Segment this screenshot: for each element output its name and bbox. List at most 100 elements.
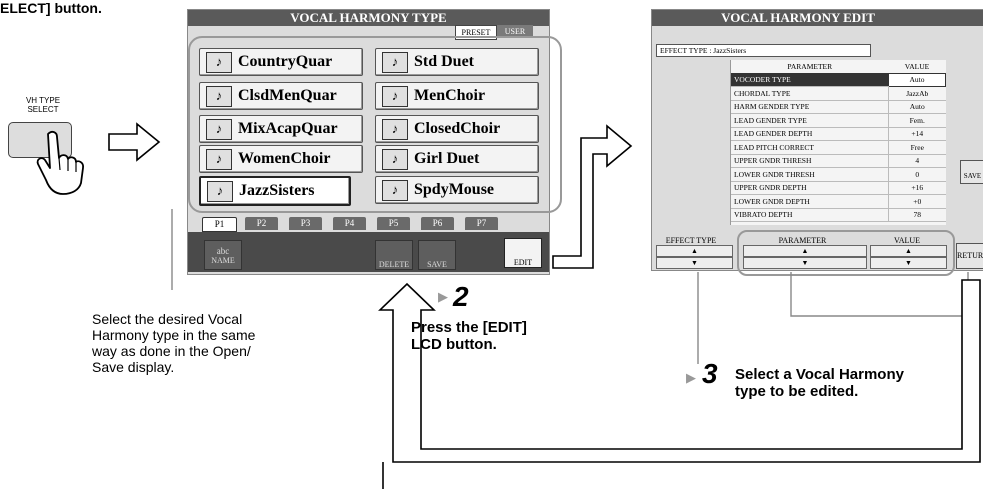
name-button-label: NAME bbox=[211, 255, 235, 265]
voice-type-icon: ♪ bbox=[382, 118, 408, 140]
value-up-button[interactable]: ▲ bbox=[870, 245, 947, 257]
value-down-button[interactable]: ▼ bbox=[870, 257, 947, 269]
voice-type-button[interactable]: ♪MenChoir bbox=[375, 82, 539, 110]
effect-type-up-button[interactable]: ▲ bbox=[656, 245, 733, 257]
param-name: UPPER GNDR DEPTH bbox=[731, 181, 889, 195]
page-tab-p7[interactable]: P7 bbox=[465, 217, 498, 230]
triangle-bullet-icon: ▶ bbox=[686, 370, 696, 385]
name-button-top: abc bbox=[216, 245, 230, 256]
voice-type-button[interactable]: ♪Std Duet bbox=[375, 48, 539, 76]
step-number: 2 bbox=[453, 281, 469, 312]
triangle-down-icon: ▼ bbox=[905, 259, 912, 267]
voice-type-icon: ♪ bbox=[206, 51, 232, 73]
param-name: CHORDAL TYPE bbox=[731, 86, 889, 101]
param-name: HARM GENDER TYPE bbox=[731, 100, 889, 114]
voice-type-label: CountryQuar bbox=[238, 53, 333, 70]
effect-type-down-button[interactable]: ▼ bbox=[656, 257, 733, 269]
triangle-up-icon: ▲ bbox=[691, 247, 698, 255]
param-name: UPPER GNDR THRESH bbox=[731, 154, 889, 168]
voice-type-icon: ♪ bbox=[207, 180, 233, 202]
voice-type-label: ClsdMenQuar bbox=[238, 87, 337, 104]
parameter-down-button[interactable]: ▼ bbox=[743, 257, 867, 269]
table-row[interactable]: UPPER GNDR DEPTH+16 bbox=[731, 181, 946, 195]
voice-type-label: MixAcapQuar bbox=[238, 120, 338, 137]
step-2-line: Press the [EDIT] bbox=[411, 319, 527, 336]
delete-button[interactable]: DELETE bbox=[375, 240, 413, 270]
voice-type-button[interactable]: ♪ SpdyMouse bbox=[375, 176, 539, 204]
save-button[interactable]: SAVE bbox=[418, 240, 456, 270]
param-name: VIBRATO DEPTH bbox=[731, 208, 889, 222]
col-header-value: VALUE bbox=[904, 61, 930, 71]
controls-highlight bbox=[737, 230, 955, 276]
vh-type-select-button[interactable] bbox=[8, 122, 72, 158]
step-3-text: Select a Vocal Harmony type to be edited… bbox=[735, 366, 904, 400]
voice-type-button-selected[interactable]: ♪JazzSisters bbox=[199, 176, 351, 206]
triangle-down-icon: ▼ bbox=[801, 259, 809, 267]
param-name: LEAD GENDER DEPTH bbox=[731, 127, 889, 141]
edit-button[interactable]: EDIT bbox=[504, 238, 542, 268]
page-tab-p4[interactable]: P4 bbox=[333, 217, 366, 230]
voice-type-button[interactable]: ♪Girl Duet bbox=[375, 145, 539, 173]
effect-type-field: EFFECT TYPE : JazzSisters bbox=[656, 44, 871, 57]
parameter-bottom-label: PARAMETER bbox=[778, 236, 827, 245]
param-value: 0 bbox=[888, 167, 946, 182]
param-value: Auto bbox=[888, 100, 946, 114]
edit-button-label: EDIT bbox=[513, 258, 533, 267]
tab-user[interactable]: USER bbox=[497, 25, 533, 38]
vh-label-line2: SELECT bbox=[27, 105, 59, 114]
param-name: VOCODER TYPE bbox=[731, 73, 889, 87]
step-2-line: LCD button. bbox=[411, 336, 497, 353]
voice-type-label: SpdyMouse bbox=[414, 181, 495, 198]
voice-type-label: Girl Duet bbox=[414, 150, 480, 167]
voice-type-label: MenChoir bbox=[414, 87, 486, 104]
return-button[interactable]: RETUR bbox=[956, 243, 983, 269]
page-tab-p3[interactable]: P3 bbox=[289, 217, 322, 230]
table-row[interactable]: LEAD GENDER DEPTH+14 bbox=[731, 127, 946, 141]
step-2-text: Press the [EDIT] LCD button. bbox=[411, 319, 527, 353]
vh-type-select-label: VH TYPE SELECT bbox=[8, 96, 78, 114]
voice-type-button[interactable]: ♪ClosedChoir bbox=[375, 115, 539, 143]
param-value: Fem. bbox=[888, 113, 946, 128]
type-list-highlight bbox=[188, 36, 562, 213]
effect-type-bottom-label: EFFECT TYPE bbox=[665, 236, 717, 245]
voice-type-button[interactable]: ♪ CountryQuar bbox=[199, 48, 363, 76]
triangle-down-icon: ▼ bbox=[691, 259, 698, 267]
page-tab-p2[interactable]: P2 bbox=[245, 217, 278, 230]
voice-type-button[interactable]: ♪ ClsdMenQuar bbox=[199, 82, 363, 110]
page-tab-p5[interactable]: P5 bbox=[377, 217, 410, 230]
param-value: Auto bbox=[888, 72, 946, 87]
param-value: 78 bbox=[888, 208, 946, 222]
param-name: LEAD PITCH CORRECT bbox=[731, 140, 889, 155]
voice-type-button[interactable]: ♪ WomenChoir bbox=[199, 145, 363, 173]
name-button[interactable]: abc NAME bbox=[204, 240, 242, 270]
voice-type-button[interactable]: ♪MixAcapQuar bbox=[199, 115, 363, 143]
step-number: 3 bbox=[702, 358, 718, 389]
caption-line: way as done in the Open/ bbox=[92, 343, 251, 359]
page-tab-p1[interactable]: P1 bbox=[202, 217, 237, 232]
voice-type-icon: ♪ bbox=[382, 179, 408, 201]
edit-screen-title: VOCAL HARMONY EDIT bbox=[652, 10, 983, 26]
voice-type-label: WomenChoir bbox=[238, 150, 331, 167]
caption-line: Select the desired Vocal bbox=[92, 311, 243, 327]
parameter-up-button[interactable]: ▲ bbox=[743, 245, 867, 257]
param-value: +14 bbox=[888, 127, 946, 141]
voice-type-icon: ♪ bbox=[382, 51, 408, 73]
voice-type-icon: ♪ bbox=[206, 148, 232, 170]
voice-type-icon: ♪ bbox=[206, 85, 232, 107]
table-row[interactable]: LOWER GNDR DEPTH+0 bbox=[731, 194, 946, 209]
param-value: 4 bbox=[888, 154, 946, 168]
side-save-button[interactable]: SAVE bbox=[960, 160, 983, 184]
page-tab-p6[interactable]: P6 bbox=[421, 217, 454, 230]
step-3-line: Select a Vocal Harmony bbox=[735, 366, 904, 383]
